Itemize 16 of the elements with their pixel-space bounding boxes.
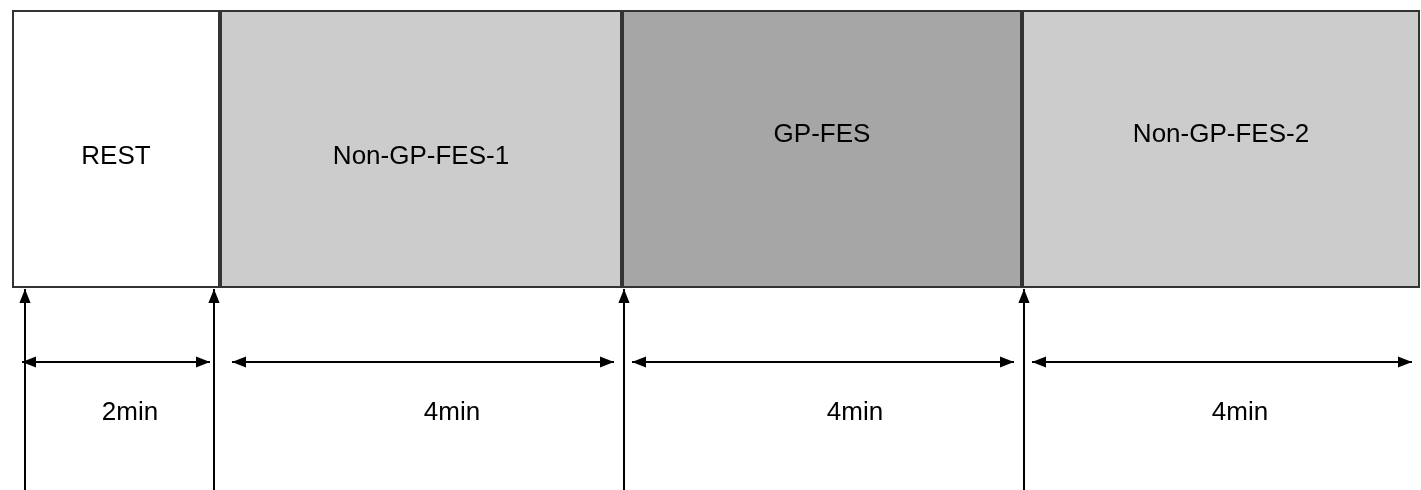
duration-label: 4min [423,398,481,424]
duration-label: 4min [1211,398,1269,424]
phase-box [220,10,622,288]
phase-label: Non-GP-FES-1 [332,142,510,168]
phase-box [12,10,220,288]
phase-box [622,10,1022,288]
arrow [1018,288,1030,490]
phase-label: GP-FES [773,120,871,146]
arrow [618,288,630,490]
phase-box [1022,10,1420,288]
duration-label: 4min [826,398,884,424]
arrow [19,288,31,490]
arrow [208,288,220,490]
phase-label: REST [81,142,151,168]
duration-label: 2min [101,398,159,424]
phase-label: Non-GP-FES-2 [1132,120,1310,146]
